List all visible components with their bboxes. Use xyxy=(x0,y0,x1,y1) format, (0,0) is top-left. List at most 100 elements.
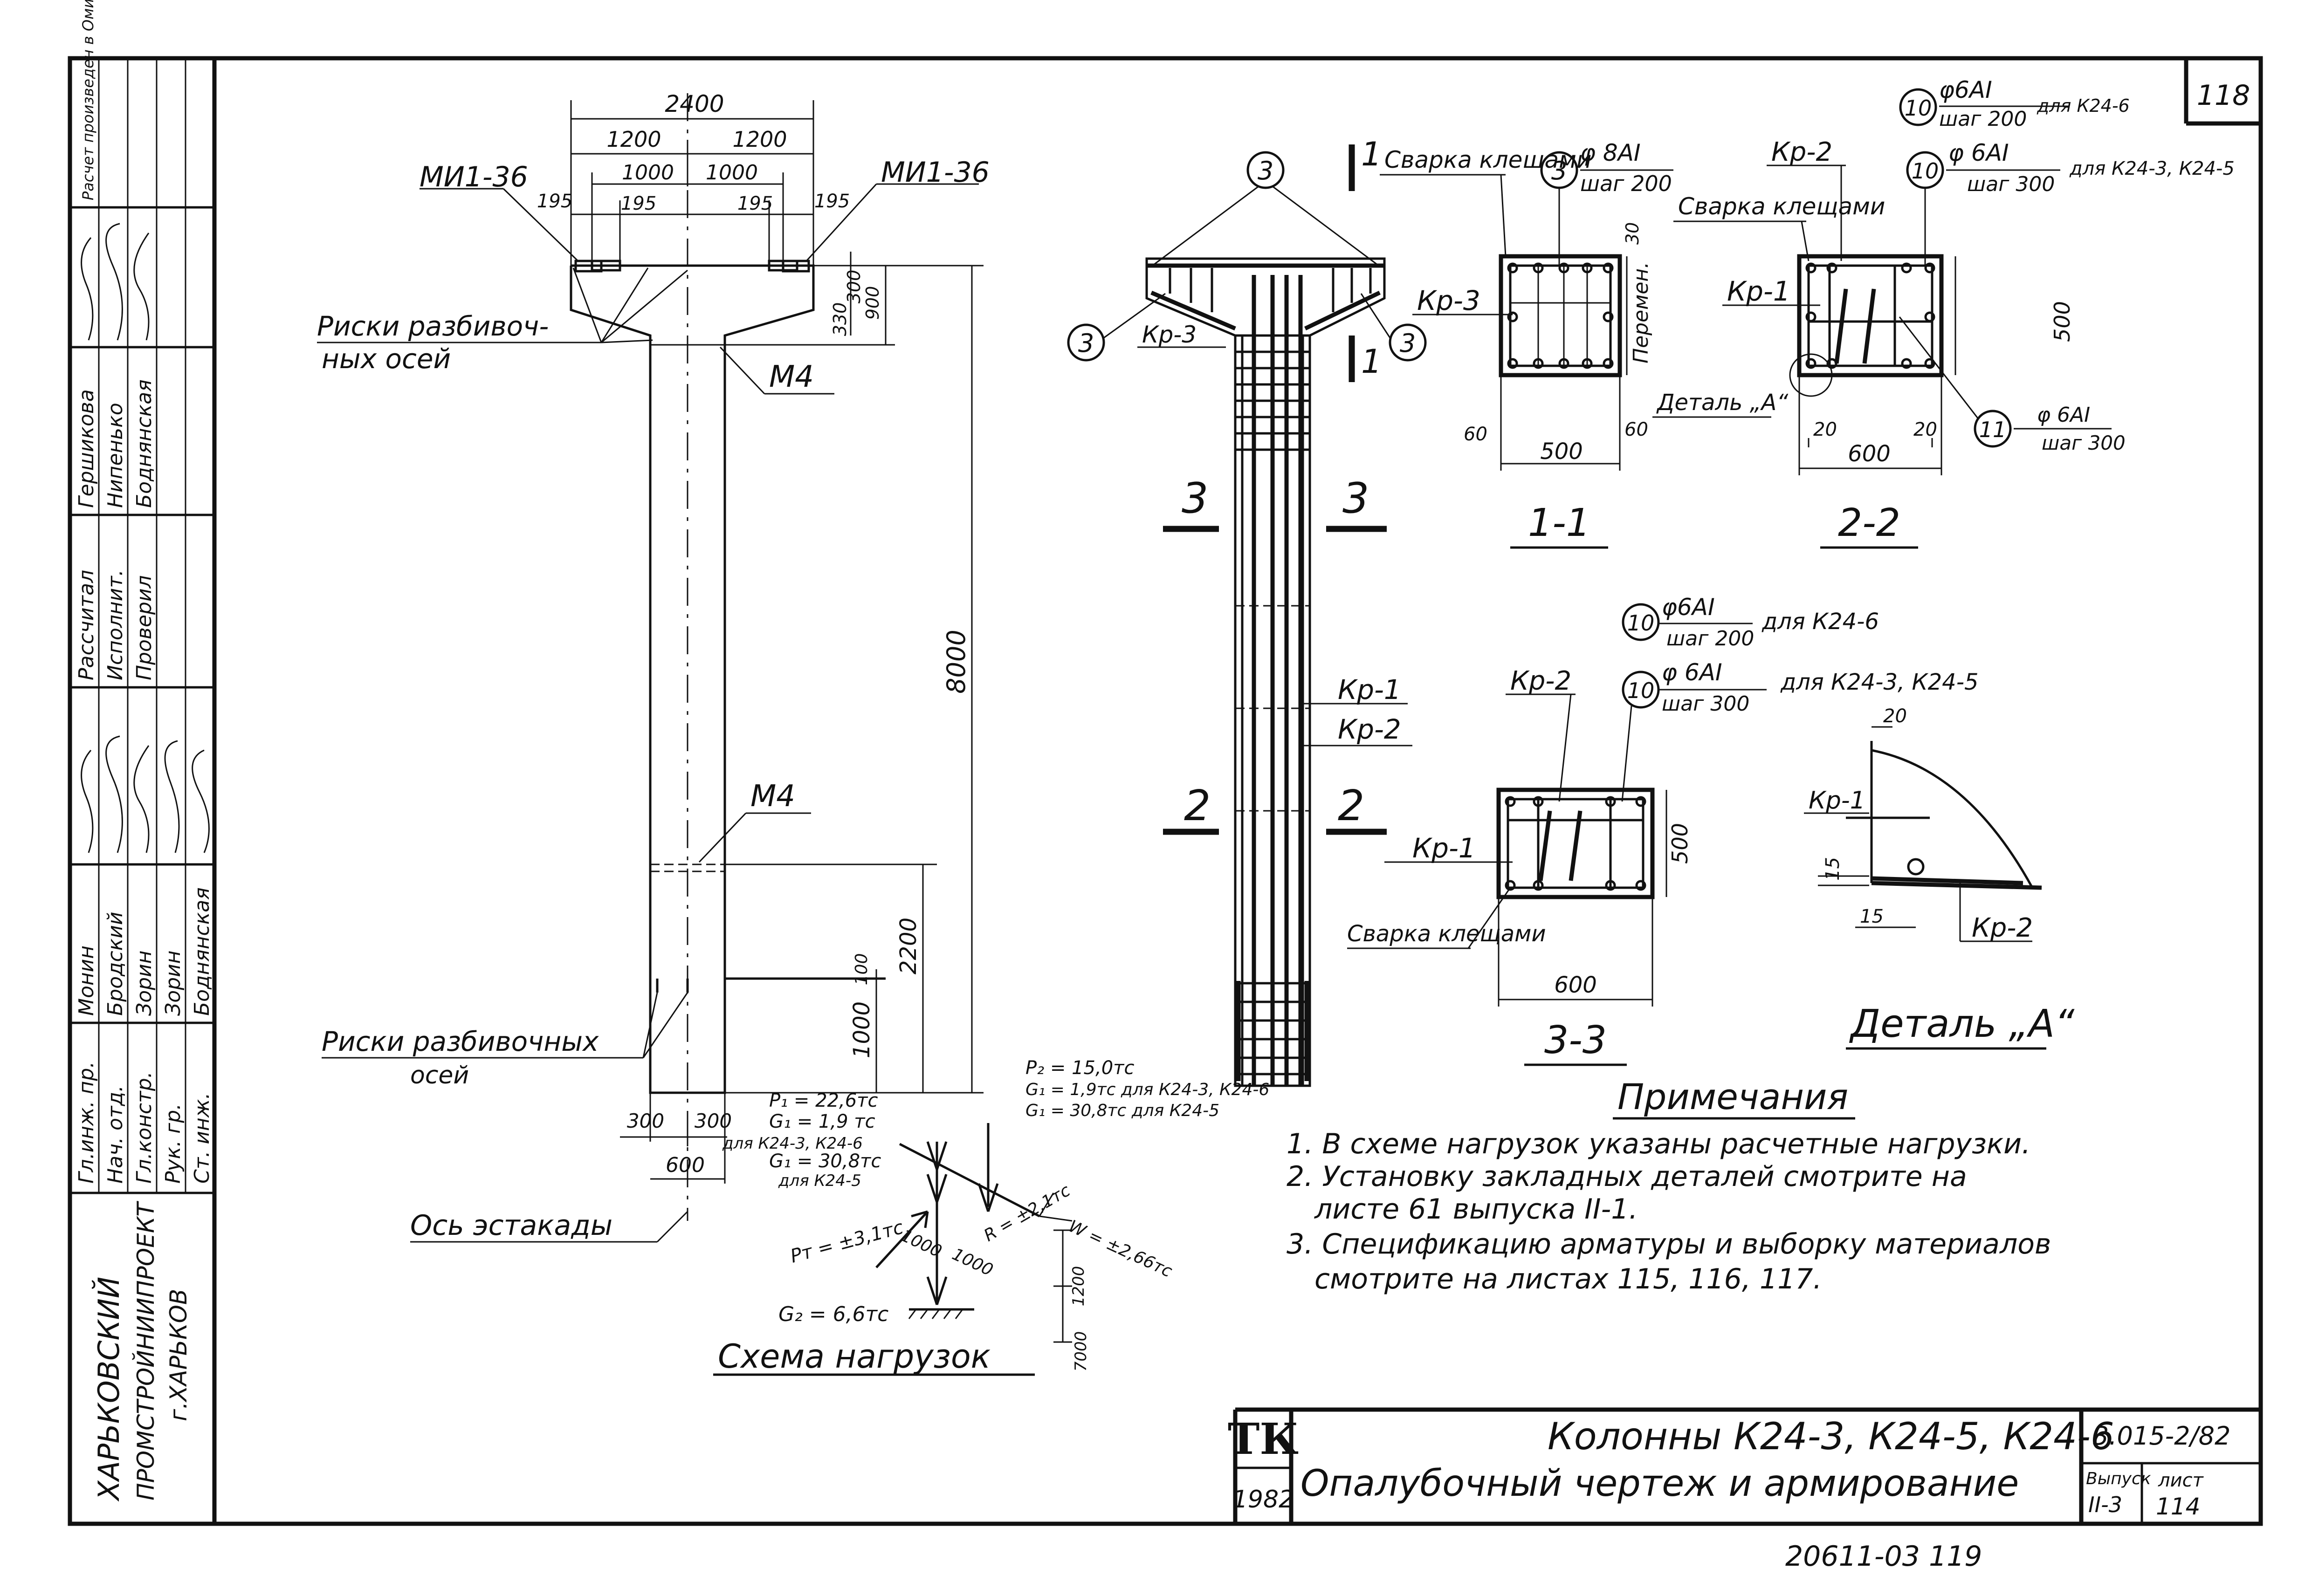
s22-bar10b: φ 6АI xyxy=(1948,139,2009,166)
dim-195-c: 195 xyxy=(737,193,773,214)
sheet-label: лист xyxy=(2158,1470,2204,1491)
role-executor: Исполнит. xyxy=(103,569,127,680)
dim-195-d: 195 xyxy=(814,191,850,212)
load-g1a-note: для К24-3, К24-6 xyxy=(722,1134,863,1153)
dim-300: 300 xyxy=(844,270,864,304)
position-3-circle-right xyxy=(1389,323,1427,362)
s22-pos11: 11 xyxy=(1979,417,2007,442)
column-elevation: 2400 1200 1200 1000 1000 195 195 195 195… xyxy=(317,90,990,1243)
s33-step10b: шаг 300 xyxy=(1662,692,1749,716)
name2-2: Нипенько xyxy=(103,403,127,508)
dim-195-b: 195 xyxy=(621,193,656,214)
dim-2400: 2400 xyxy=(665,90,724,117)
signature-block-1 xyxy=(81,735,210,853)
s22-pos10-b: 10 xyxy=(1912,158,1939,184)
issue-label: Выпуск xyxy=(2086,1469,2151,1488)
position-3-circle-top xyxy=(1246,151,1285,189)
org-name-line3: г.ХАРЬКОВ xyxy=(165,1289,192,1421)
title-line-2: Опалубочный чертеж и армирование xyxy=(1300,1463,2019,1505)
role-head-dept: Нач. отд. xyxy=(103,1085,127,1184)
s11-step: шаг 200 xyxy=(1580,171,1672,196)
position-3-circle-left xyxy=(1067,323,1105,362)
s22-dim-20b: 20 xyxy=(1913,419,1937,440)
role-senior-engineer: Ст. инж. xyxy=(190,1093,214,1184)
issue-value: II-3 xyxy=(2088,1492,2122,1517)
section-1-1: Сварка клещами 3 φ 8АI шаг 200 Кр-3 Пере… xyxy=(1380,139,1789,549)
s22-step11: шаг 300 xyxy=(2042,432,2126,454)
name2-1: Гершикова xyxy=(75,389,98,508)
role-chief-engineer: Гл.инж. пр. xyxy=(75,1062,98,1184)
s11-title: 1-1 xyxy=(1528,501,1590,545)
s22-pos10-a: 10 xyxy=(1905,96,1932,121)
role-group-head: Рук. гр. xyxy=(161,1103,185,1184)
pos-3-right: 3 xyxy=(1400,329,1416,358)
load-g1a: G₁ = 1,9 тс xyxy=(769,1111,875,1132)
axes-marks-bottom-2: осей xyxy=(410,1062,469,1089)
pos-3-top: 3 xyxy=(1258,156,1273,185)
dim-1000-right: 1000 xyxy=(706,161,758,185)
detail-kp1: Кр-1 xyxy=(1809,787,1865,815)
dim-100: 100 xyxy=(852,953,871,986)
dim-1000: 1000 xyxy=(849,1001,875,1058)
name-4: Зорин xyxy=(161,951,185,1016)
s33-bar10b: φ 6АI xyxy=(1662,659,1722,686)
s22-pos10-circle-a xyxy=(1899,88,1937,126)
s33-pos10-b: 10 xyxy=(1627,678,1655,703)
s33-note10b: для К24-3, К24-5 xyxy=(1780,669,1979,695)
dim-2200: 2200 xyxy=(895,918,922,974)
s33-note10a: для К24-6 xyxy=(1762,609,1879,635)
dim-1000-left: 1000 xyxy=(622,161,674,185)
dim-900: 900 xyxy=(862,286,883,320)
s22-step10b: шаг 300 xyxy=(1967,172,2055,196)
notes: Примечания 1. В схеме нагрузок указаны р… xyxy=(1287,1076,2051,1295)
axes-marks-top-2: ных осей xyxy=(322,343,451,375)
sheet-number-top: 118 xyxy=(2197,79,2250,112)
s11-dim-60a: 60 xyxy=(1464,424,1487,445)
s11-dim-60b: 60 xyxy=(1624,419,1648,440)
dim-600: 600 xyxy=(666,1153,705,1177)
axes-marks-bottom-1: Риски разбивочных xyxy=(322,1026,599,1057)
s33-kp1: Кр-1 xyxy=(1412,832,1476,864)
detail-a: Кр-1 Кр-2 20 15 15 Деталь „А“ xyxy=(1804,706,2075,1050)
pos-3-left: 3 xyxy=(1078,329,1094,358)
s33-title: 3-3 xyxy=(1544,1018,1607,1062)
s33-pos10-a: 10 xyxy=(1627,610,1655,636)
s33-bar10a: φ6АI xyxy=(1662,594,1715,621)
load-p1: P₁ = 22,6тс xyxy=(769,1090,878,1111)
detail-a-marker xyxy=(1789,353,1833,397)
note-line-2: 2. Установку закладных деталей смотрите … xyxy=(1287,1160,1967,1193)
s11-welding: Сварка клещами xyxy=(1384,146,1591,173)
note-line-5: смотрите на листах 115, 116, 117. xyxy=(1314,1263,1822,1295)
detail-dim-15a: 15 xyxy=(1822,857,1844,881)
org-name-line2: ПРОМСТРОЙНИИПРОЕКТ xyxy=(132,1201,159,1500)
s11-bar: φ 8АI xyxy=(1580,139,1641,166)
name-3: Зорин xyxy=(132,951,156,1016)
load-g1b: G₁ = 30,8тс xyxy=(769,1151,881,1172)
detail-dim-20: 20 xyxy=(1883,706,1907,727)
load-dim-1000b: 1000 xyxy=(949,1245,996,1280)
name-2: Бродский xyxy=(103,912,127,1016)
name-5: Боднянская xyxy=(190,887,214,1016)
doc-code: 3.015-2/82 xyxy=(2093,1421,2230,1451)
s33-step10a: шаг 200 xyxy=(1666,627,1754,651)
s22-kp2: Кр-2 xyxy=(1771,137,1832,167)
kp1-label-elev: Кр-1 xyxy=(1338,674,1401,706)
s11-variable: Перемен. xyxy=(1629,262,1653,363)
dim-1200-left: 1200 xyxy=(606,127,661,152)
name-1: Монин xyxy=(75,945,98,1016)
s33-pos10-circle-b xyxy=(1622,671,1660,709)
s11-dim-500: 500 xyxy=(1540,438,1583,465)
s33-dim-500: 500 xyxy=(1667,823,1693,864)
s11-detail-ref: Деталь „А“ xyxy=(1656,390,1789,416)
load-dim-1200: 1200 xyxy=(1069,1266,1088,1307)
kp2-label-elev: Кр-2 xyxy=(1338,713,1401,745)
left-stamp-strip: ХАРЬКОВСКИЙ ПРОМСТРОЙНИИПРОЕКТ г.ХАРЬКОВ… xyxy=(70,0,214,1502)
cut-2-right: 2 xyxy=(1338,781,1364,830)
load-dim-7000: 7000 xyxy=(1072,1331,1090,1372)
role-checked: Проверил xyxy=(132,575,156,680)
s22-bar10a: φ6АI xyxy=(1939,76,1992,103)
archive-number: 20611-03 119 xyxy=(1785,1540,1982,1573)
title-year: 1982 xyxy=(1232,1486,1294,1514)
s33-dim-600: 600 xyxy=(1554,972,1597,998)
